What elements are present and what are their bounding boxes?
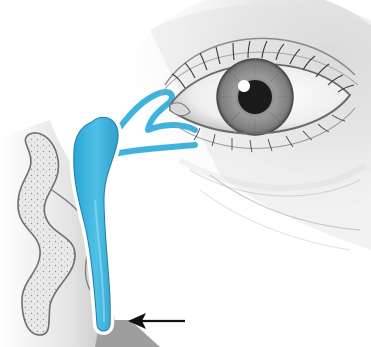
eye-highlight xyxy=(238,80,250,92)
